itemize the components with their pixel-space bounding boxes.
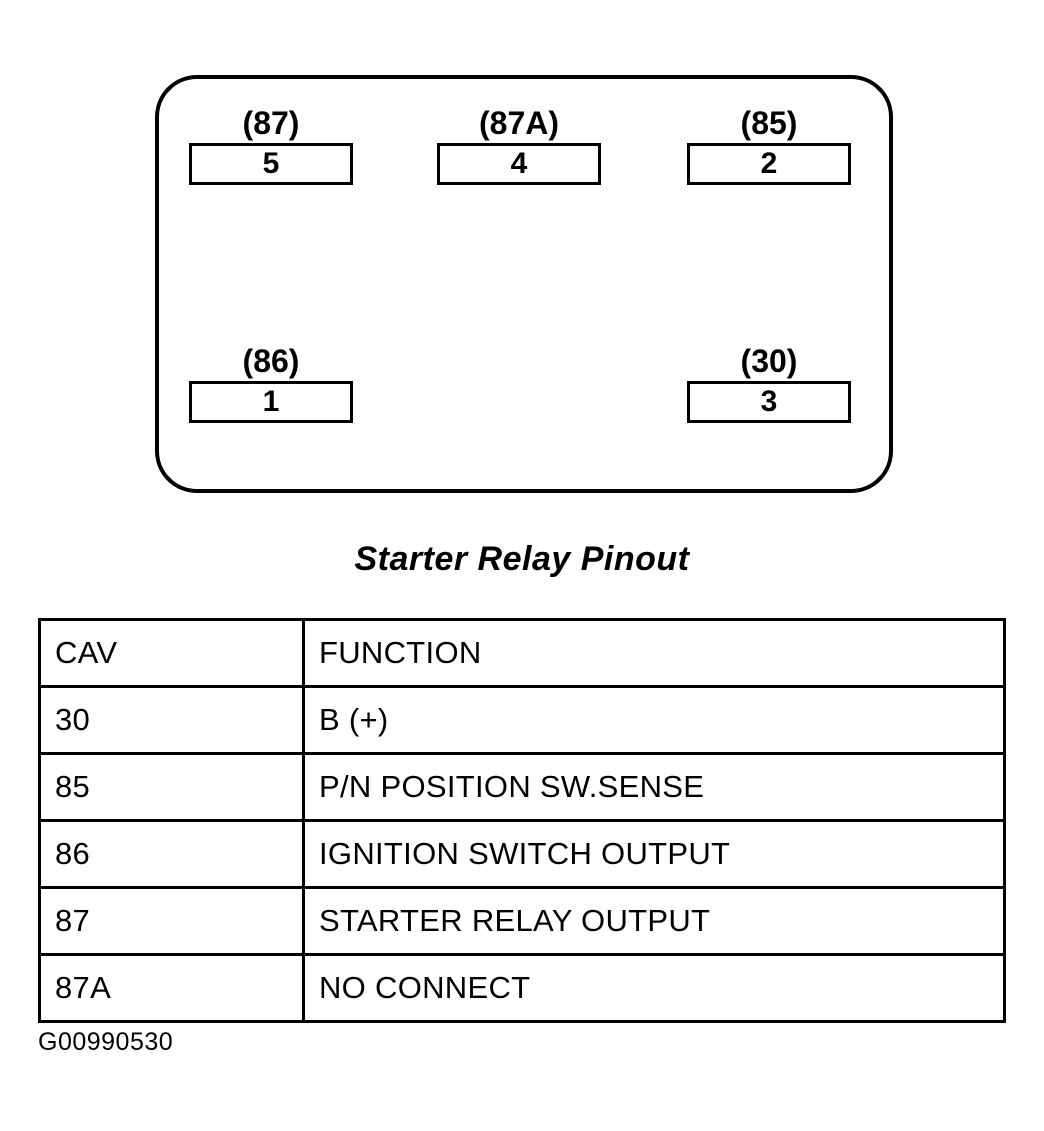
terminal-85-number: 2 xyxy=(760,147,778,180)
diagram-caption: Starter Relay Pinout xyxy=(354,540,690,578)
terminal-87: (87) 5 xyxy=(189,105,353,185)
terminal-30: (30) 3 xyxy=(687,343,851,423)
terminal-87-box: 5 xyxy=(189,143,353,185)
terminal-87a-box: 4 xyxy=(437,143,601,185)
terminal-30-number: 3 xyxy=(760,385,778,418)
column-header-function: FUNCTION xyxy=(302,618,1006,688)
cell-cav: 30 xyxy=(38,685,305,755)
table-row: 30 B (+) xyxy=(38,685,1006,755)
cell-function: NO CONNECT xyxy=(302,953,1006,1023)
table-row: 85 P/N POSITION SW.SENSE xyxy=(38,752,1006,822)
terminal-87a-label: (87A) xyxy=(478,105,559,141)
column-header-cav: CAV xyxy=(38,618,305,688)
figure-id-label: G00990530 xyxy=(38,1028,174,1056)
terminal-85: (85) 2 xyxy=(687,105,851,185)
cell-cav: 86 xyxy=(38,819,305,889)
cell-cav: 87 xyxy=(38,886,305,956)
terminal-86-number: 1 xyxy=(262,385,280,418)
terminal-86: (86) 1 xyxy=(189,343,353,423)
terminal-30-box: 3 xyxy=(687,381,851,423)
pinout-table: CAV FUNCTION 30 B (+) 85 P/N POSITION SW… xyxy=(38,618,1006,1023)
table-row: 86 IGNITION SWITCH OUTPUT xyxy=(38,819,1006,889)
cell-function: STARTER RELAY OUTPUT xyxy=(302,886,1006,956)
terminal-30-label: (30) xyxy=(740,343,798,379)
cell-function: P/N POSITION SW.SENSE xyxy=(302,752,1006,822)
terminal-85-box: 2 xyxy=(687,143,851,185)
terminal-86-label: (86) xyxy=(242,343,300,379)
cell-cav: 85 xyxy=(38,752,305,822)
cell-cav: 87A xyxy=(38,953,305,1023)
terminal-87a: (87A) 4 xyxy=(437,105,601,185)
terminal-87-label: (87) xyxy=(242,105,300,141)
table-row: 87A NO CONNECT xyxy=(38,953,1006,1023)
terminal-87-number: 5 xyxy=(262,147,280,180)
cell-function: B (+) xyxy=(302,685,1006,755)
cell-function: IGNITION SWITCH OUTPUT xyxy=(302,819,1006,889)
table-row: 87 STARTER RELAY OUTPUT xyxy=(38,886,1006,956)
table-header-row: CAV FUNCTION xyxy=(38,618,1006,688)
terminal-85-label: (85) xyxy=(740,105,798,141)
terminal-86-box: 1 xyxy=(189,381,353,423)
terminal-87a-number: 4 xyxy=(510,147,528,180)
relay-pinout-diagram: (87) 5 (87A) 4 (85) 2 (86) 1 (30) 3 xyxy=(0,0,1044,520)
